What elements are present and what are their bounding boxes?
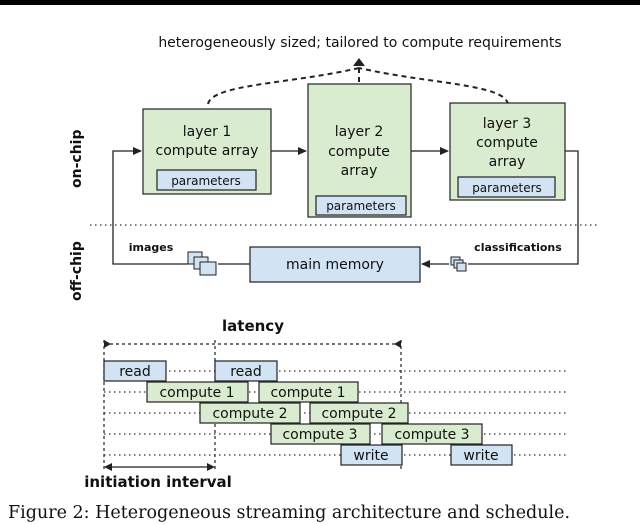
schedule-compute2-2 [309,402,409,424]
layer-2-title: layer 2 [335,124,383,140]
layer-2-block: layer 2 compute array parameters [307,83,412,218]
schedule-write-2 [450,444,513,466]
classifications-stack-icon [450,256,467,272]
latency-arrow-left [104,340,111,348]
layer-2-subtitle-1: compute [328,144,390,160]
bracket-arrowhead [353,58,365,66]
schedule-write-1-label: write [353,448,388,464]
input-path [112,147,188,265]
schedule-write-2-label: write [463,448,498,464]
layer-3-parameters-box [457,176,556,198]
output-path [468,150,579,265]
main-memory-label: main memory [286,257,384,273]
layer-1-parameters-box [156,169,257,191]
layer-3-subtitle-1: compute [476,135,538,151]
layer-1-title: layer 1 [183,124,231,140]
schedule-compute3-2-label: compute 3 [394,427,469,443]
initiation-interval-label: initiation interval [84,473,232,491]
images-stack-icon [187,251,217,276]
schedule-compute1-1-label: compute 1 [159,385,234,401]
layer-1-subtitle: compute array [156,143,259,159]
schedule-read-1 [103,360,167,382]
latency-label: latency [222,317,284,335]
latency-arrow-right [394,340,401,348]
bracket-layer3 [358,67,509,105]
layer-3-title: layer 3 [483,116,531,132]
layer-3-parameters-label: parameters [472,181,542,195]
schedule-write-1 [340,444,403,466]
schedule-compute1-2 [258,381,359,403]
header-note: heterogeneously sized; tailored to compu… [158,35,561,51]
region-off-chip: off-chip [69,241,85,301]
schedule-compute1-1 [146,381,249,403]
initiation-arrow-right [207,463,215,471]
figure-caption: Figure 2: Heterogeneous streaming archit… [8,503,570,523]
schedule-compute2-1-label: compute 2 [212,406,287,422]
schedule-compute2-2-label: compute 2 [321,406,396,422]
initiation-arrow-left [104,463,112,471]
layer-2-parameters-box [315,195,407,216]
layer-1-parameters-label: parameters [171,174,241,188]
region-on-chip: on-chip [69,130,85,188]
top-rule [0,0,640,5]
schedule-compute3-2 [381,423,483,445]
layer-3-block: layer 3 compute array parameters [449,102,566,201]
schedule-read-2-label: read [230,364,262,380]
bracket-layer1 [207,67,360,105]
schedule-read-1-label: read [119,364,151,380]
layer-2-parameters-label: parameters [326,199,396,213]
schedule-read-2 [214,360,278,382]
main-memory-box [249,246,421,283]
schedule-compute1-2-label: compute 1 [270,385,345,401]
layer-1-block: layer 1 compute array parameters [142,108,272,195]
schedule-compute3-1 [270,423,371,445]
layer-3-subtitle-2: array [489,154,526,170]
images-label: images [129,241,174,254]
schedule-compute2-1 [199,402,301,424]
layer-2-subtitle-2: array [341,163,378,179]
classifications-label: classifications [474,241,562,254]
schedule-compute3-1-label: compute 3 [282,427,357,443]
